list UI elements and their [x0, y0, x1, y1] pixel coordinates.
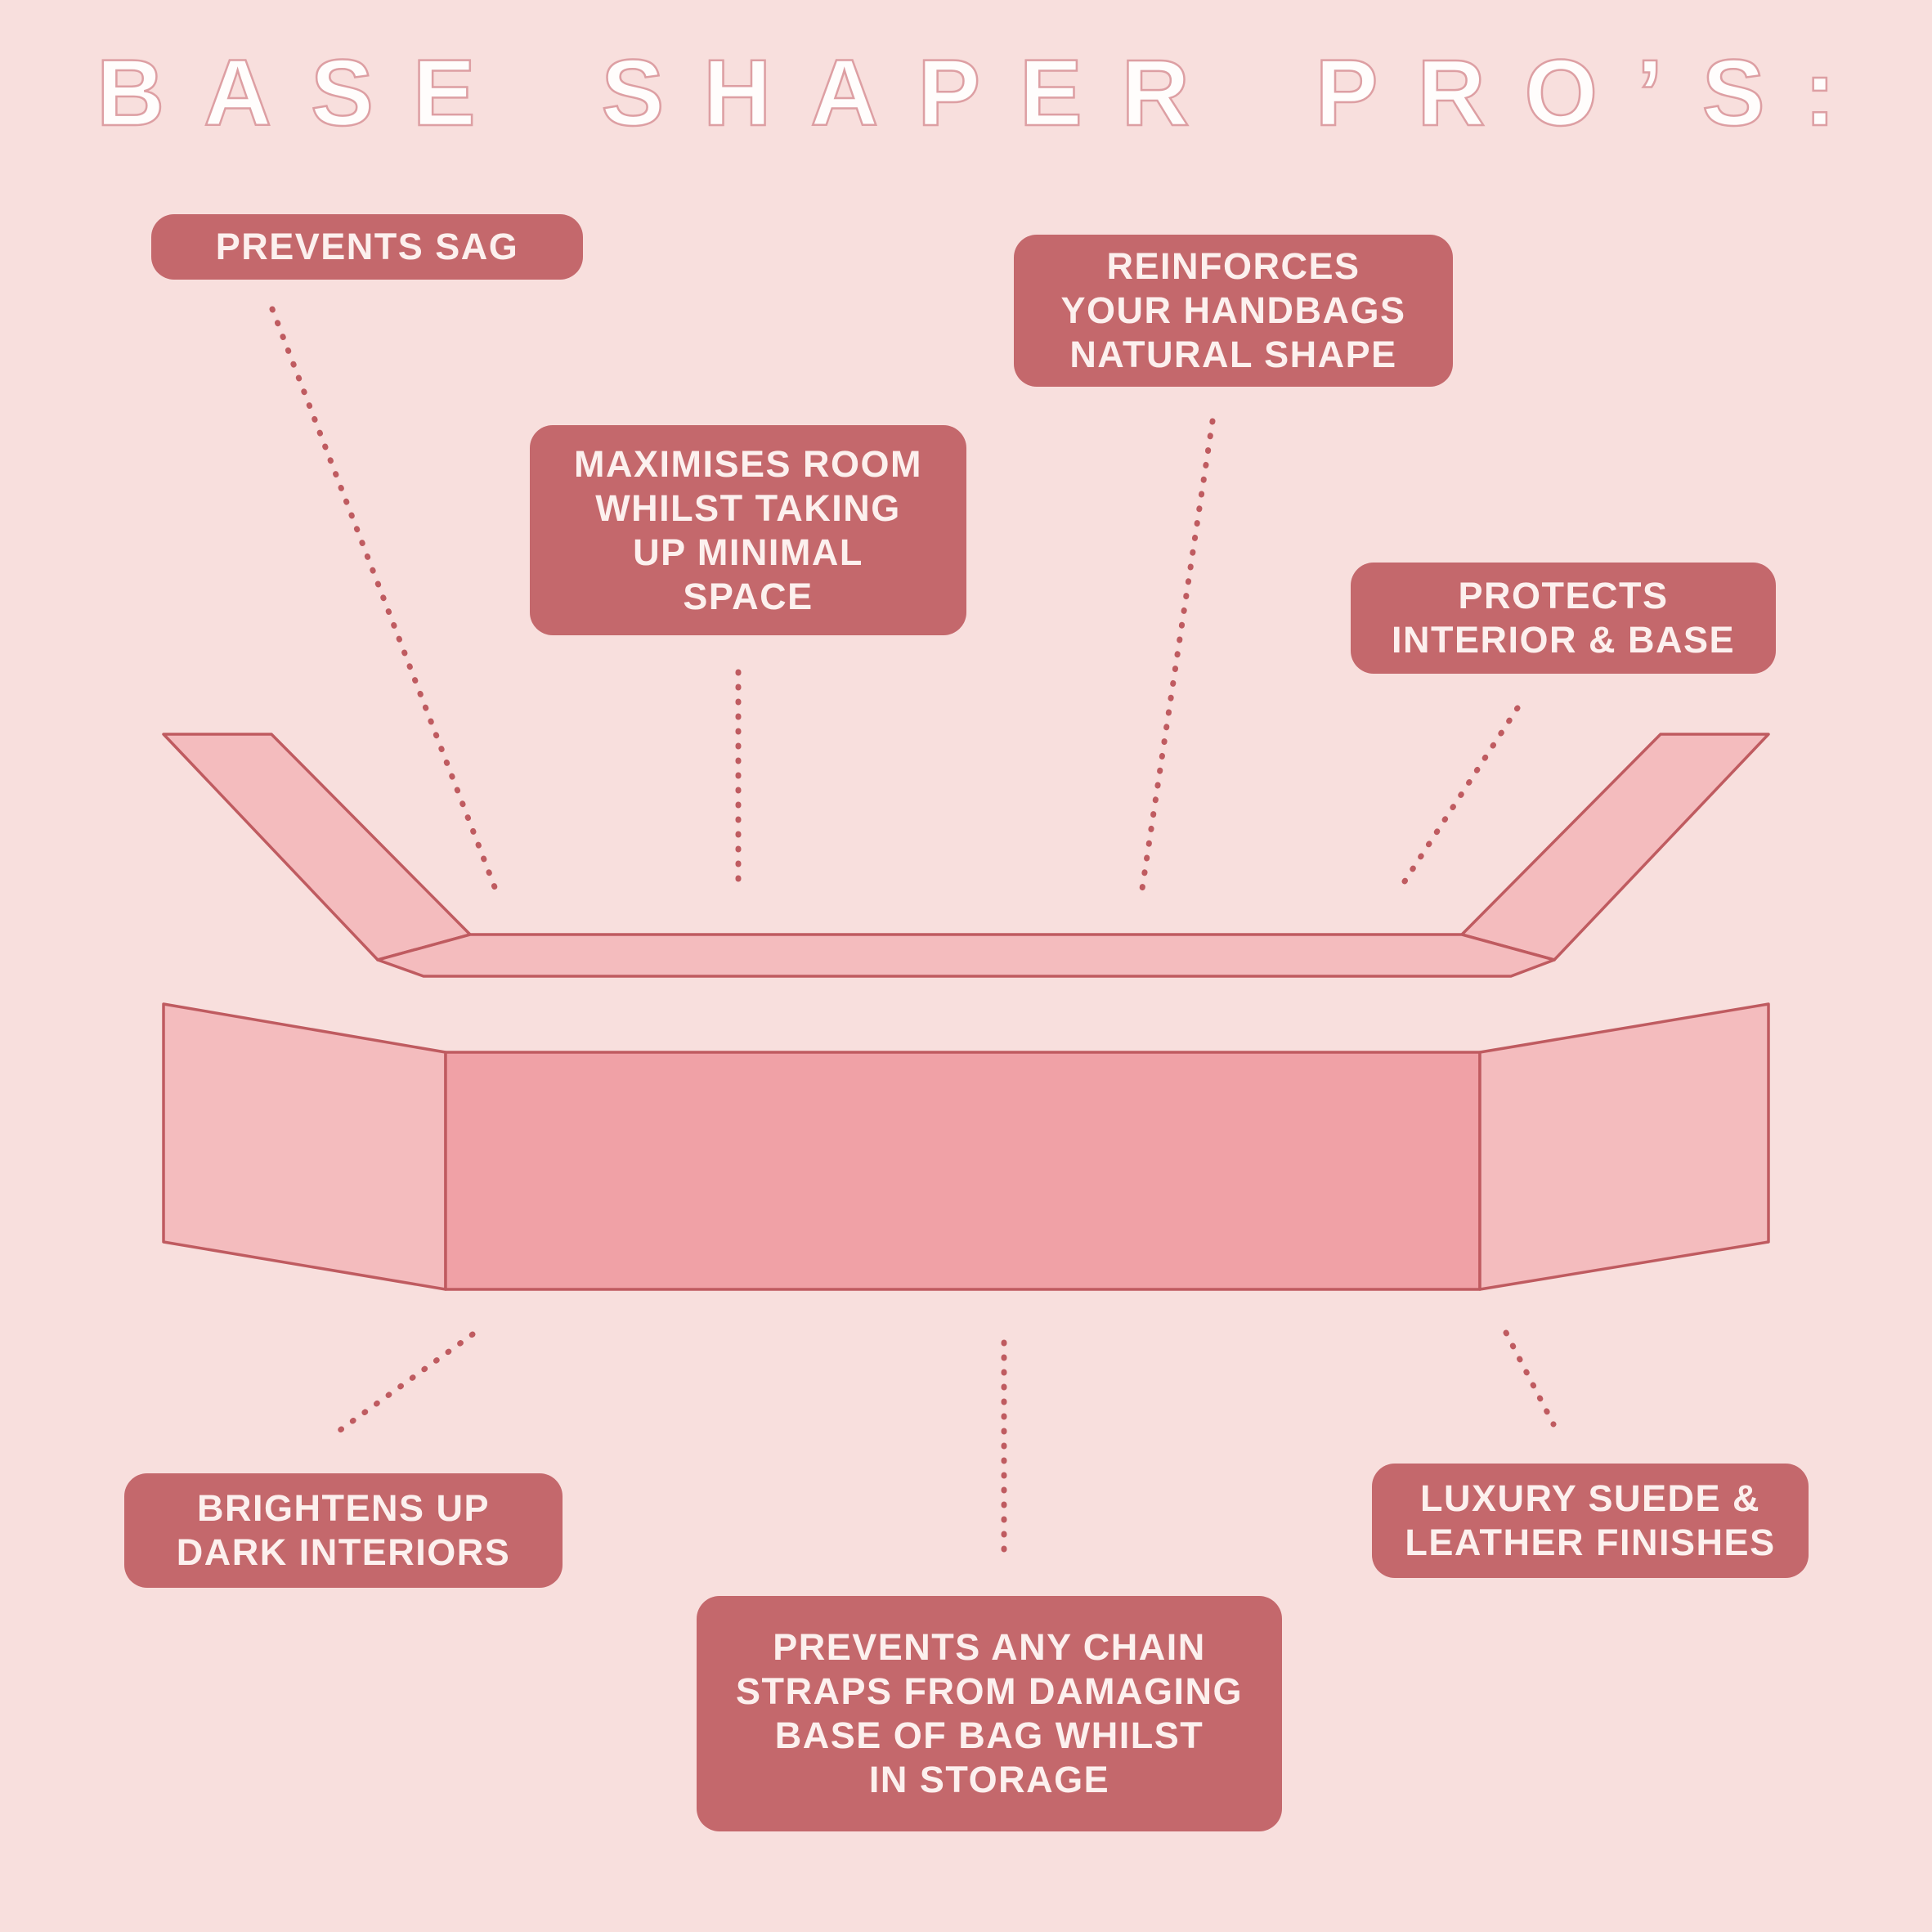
callout-maximises-room: MAXIMISES ROOM WHILST TAKING UP MINIMAL … — [530, 425, 966, 635]
callout-reinforces-shape: REINFORCES YOUR HANDBAGS NATURAL SHAPE — [1014, 235, 1453, 387]
connector-reinforces — [1139, 418, 1216, 892]
bottom-shaper-center-panel — [444, 1051, 1481, 1291]
connector-prevents-sag — [269, 306, 498, 890]
page-title: BASE SHAPER PRO’S: — [96, 40, 1875, 147]
connector-brightens — [334, 1331, 476, 1436]
callout-brightens-interiors: BRIGHTENS UP DARK INTERIORS — [124, 1473, 563, 1588]
top-shaper-left-flap — [162, 733, 472, 962]
bottom-shaper-left-panel — [162, 1002, 447, 1291]
connector-luxury — [1503, 1329, 1557, 1428]
top-shaper-right-flap — [1460, 733, 1770, 962]
callout-luxury-finishes: LUXURY SUEDE & LEATHER FINISHES — [1372, 1464, 1809, 1578]
bottom-shaper-right-panel — [1478, 1002, 1770, 1291]
connector-protects — [1401, 705, 1521, 885]
callout-protects-interior: PROTECTS INTERIOR & BASE — [1351, 563, 1776, 674]
callout-prevents-chain-damage: PREVENTS ANY CHAIN STRAPS FROM DAMAGING … — [697, 1596, 1282, 1831]
callout-prevents-sag: PREVENTS SAG — [151, 214, 583, 280]
top-shaper-base-strip — [376, 933, 1556, 978]
